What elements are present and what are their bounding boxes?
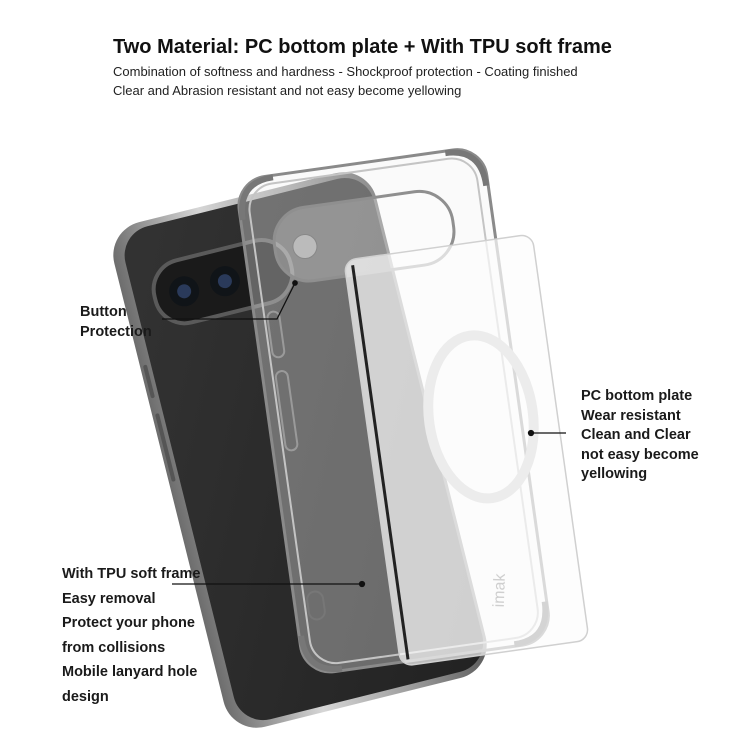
callout-line: yellowing	[581, 466, 648, 482]
svg-text:imak: imak	[491, 572, 509, 607]
callout-tpu-frame: With TPU soft frame Easy removal Protect…	[62, 562, 200, 709]
callout-line: Mobile lanyard hole	[62, 664, 198, 680]
callout-line: Protection	[80, 324, 152, 340]
callout-pc-plate: PC bottom plate Wear resistant Clean and…	[581, 387, 699, 485]
callout-line: Clean and Clear	[581, 427, 691, 443]
callout-line: design	[62, 688, 109, 705]
callout-line: not easy become	[581, 446, 699, 463]
callout-line: Easy removal	[62, 590, 156, 607]
subtitle-line-2: Clear and Abrasion resistant and not eas…	[113, 83, 462, 98]
callout-line: Button	[80, 304, 127, 320]
callout-line: Wear resistant	[581, 407, 681, 424]
headline: Two Material: PC bottom plate + With TPU…	[113, 36, 612, 58]
subtitle-line-1: Combination of softness and hardness - S…	[113, 64, 578, 79]
callout-line: With TPU soft frame	[62, 566, 201, 582]
callout-line: PC bottom plate	[581, 388, 693, 404]
pc-plate: imak	[344, 234, 589, 666]
callout-line: Protect your phone	[62, 615, 195, 631]
callout-line: from collisions	[62, 639, 166, 656]
leader-lines	[162, 280, 566, 588]
callout-button-protection: Button Protection	[80, 302, 152, 342]
